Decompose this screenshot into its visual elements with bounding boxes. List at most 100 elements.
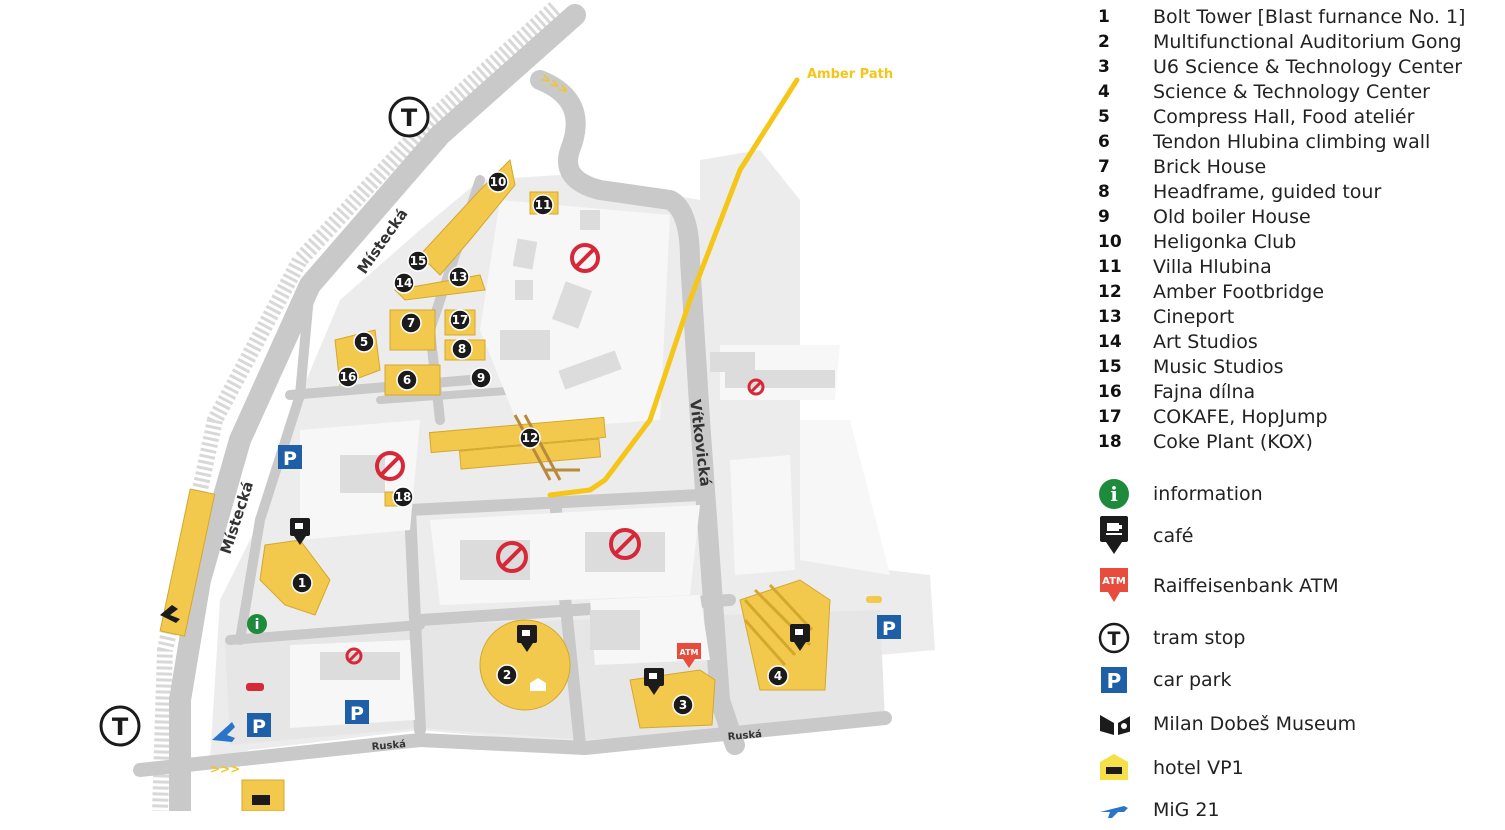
legend-place-number: 2 [1098, 31, 1110, 52]
legend-place-number: 16 [1098, 381, 1122, 402]
place-marker-4[interactable]: 4 [767, 665, 789, 687]
legend-place-number: 17 [1098, 406, 1122, 427]
place-marker-10[interactable]: 10 [487, 171, 509, 193]
tram-stop-marker[interactable]: T [99, 705, 141, 747]
atm-marker[interactable]: ATM [677, 643, 701, 668]
place-marker-11[interactable]: 11 [532, 194, 554, 216]
grey-buildings [320, 210, 835, 680]
place-marker-13[interactable]: 13 [448, 266, 470, 288]
marker-circle [519, 427, 541, 449]
marker-circle [291, 572, 313, 594]
marker-circle [496, 664, 518, 686]
area-map: Amber Path >>> >>> Místecká Místecká Vít… [99, 2, 935, 811]
marker-number: 9 [477, 371, 485, 385]
legend-place-label: Cineport [1153, 305, 1235, 328]
legend-icon-label: car park [1153, 669, 1232, 691]
place-marker-14[interactable]: 14 [393, 272, 415, 294]
place-marker-16[interactable]: 16 [337, 366, 359, 388]
legend-icon-row: hotel VP1 [1098, 748, 1244, 788]
legend-place-row: 17 COKAFE, HopJump [1098, 404, 1328, 429]
cafe-marker[interactable] [644, 668, 664, 695]
legend-icon-row: café [1098, 516, 1193, 556]
place-marker-18[interactable]: 18 [392, 486, 414, 508]
legend-icon-row: MiG 21 [1098, 790, 1220, 830]
cafe-marker[interactable] [517, 625, 537, 652]
marker-circle [449, 309, 471, 331]
info-marker[interactable]: i [247, 614, 267, 634]
place-marker-12[interactable]: 12 [519, 427, 541, 449]
cafe-marker[interactable] [790, 624, 810, 651]
place-marker-2[interactable]: 2 [496, 664, 518, 686]
marker-number: 16 [340, 370, 357, 384]
legend-place-label: COKAFE, HopJump [1153, 405, 1328, 428]
marker-number: 5 [360, 335, 368, 349]
legend-icon-label: MiG 21 [1153, 799, 1220, 821]
place-marker-1[interactable]: 1 [291, 572, 313, 594]
legend-icon-row: Milan Dobeš Museum [1098, 704, 1356, 744]
place-marker-15[interactable]: 15 [407, 250, 429, 272]
legend-place-label: Fajna dílna [1153, 380, 1256, 403]
no-entry-icon [496, 541, 528, 573]
marker-circle [396, 369, 418, 391]
legend-place-row: 1 Bolt Tower [Blast furnance No. 1] [1098, 4, 1465, 29]
svg-text:P: P [252, 716, 266, 738]
svg-text:T: T [112, 713, 129, 741]
parking-marker[interactable]: P [278, 445, 302, 470]
legend-place-label: Bolt Tower [Blast furnance No. 1] [1153, 5, 1466, 28]
street-label-ruska-right: Ruská [727, 728, 762, 743]
parking-marker[interactable]: P [345, 700, 369, 725]
legend-place-label: Headframe, guided tour [1153, 180, 1382, 203]
svg-text:T: T [1108, 628, 1121, 650]
marker-number: 8 [458, 342, 466, 356]
legend-place-label: Compress Hall, Food ateliér [1153, 105, 1415, 128]
legend-place-number: 4 [1098, 81, 1110, 102]
marker-circle [407, 250, 429, 272]
svg-text:i: i [1110, 482, 1118, 506]
marker-number: 13 [451, 270, 468, 284]
place-marker-6[interactable]: 6 [396, 369, 418, 391]
museum-icon [530, 678, 546, 691]
cafe-icon [1098, 516, 1130, 556]
no-entry-icon [570, 243, 600, 273]
legend-place-number: 12 [1098, 281, 1122, 302]
legend-place-label: Heligonka Club [1153, 230, 1297, 253]
marker-number: 15 [410, 254, 427, 268]
place-marker-3[interactable]: 3 [672, 694, 694, 716]
place-marker-5[interactable]: 5 [353, 331, 375, 353]
amber-path [547, 77, 800, 498]
parking-marker[interactable]: P [877, 615, 901, 640]
no-entry-icon [375, 451, 405, 481]
legend-place-label: Brick House [1153, 155, 1267, 178]
hotel-icon [1098, 748, 1130, 788]
tram-stop-marker[interactable]: T [388, 96, 430, 138]
place-marker-7[interactable]: 7 [400, 312, 422, 334]
marker-circle [470, 367, 492, 389]
legend-place-label: Art Studios [1153, 330, 1258, 353]
marker-number: 14 [396, 276, 413, 290]
legend-place-number: 8 [1098, 181, 1110, 202]
legend-place-number: 15 [1098, 356, 1122, 377]
plane-icon [1098, 790, 1130, 830]
legend-place-number: 1 [1098, 6, 1110, 27]
yellow-buildings [159, 158, 831, 811]
place-marker-8[interactable]: 8 [451, 338, 473, 360]
place-marker-9[interactable]: 9 [470, 367, 492, 389]
place-marker-17[interactable]: 17 [449, 309, 471, 331]
cafe-marker[interactable] [290, 518, 310, 545]
marker-circle [451, 338, 473, 360]
street-label-ruska-left: Ruská [371, 738, 406, 753]
parking-marker[interactable]: P [247, 713, 271, 738]
legend-place-label: Old boiler House [1153, 205, 1311, 228]
marker-number: 4 [774, 669, 782, 683]
legend-place-number: 6 [1098, 131, 1110, 152]
marker-circle [448, 266, 470, 288]
svg-text:ATM: ATM [680, 648, 699, 657]
